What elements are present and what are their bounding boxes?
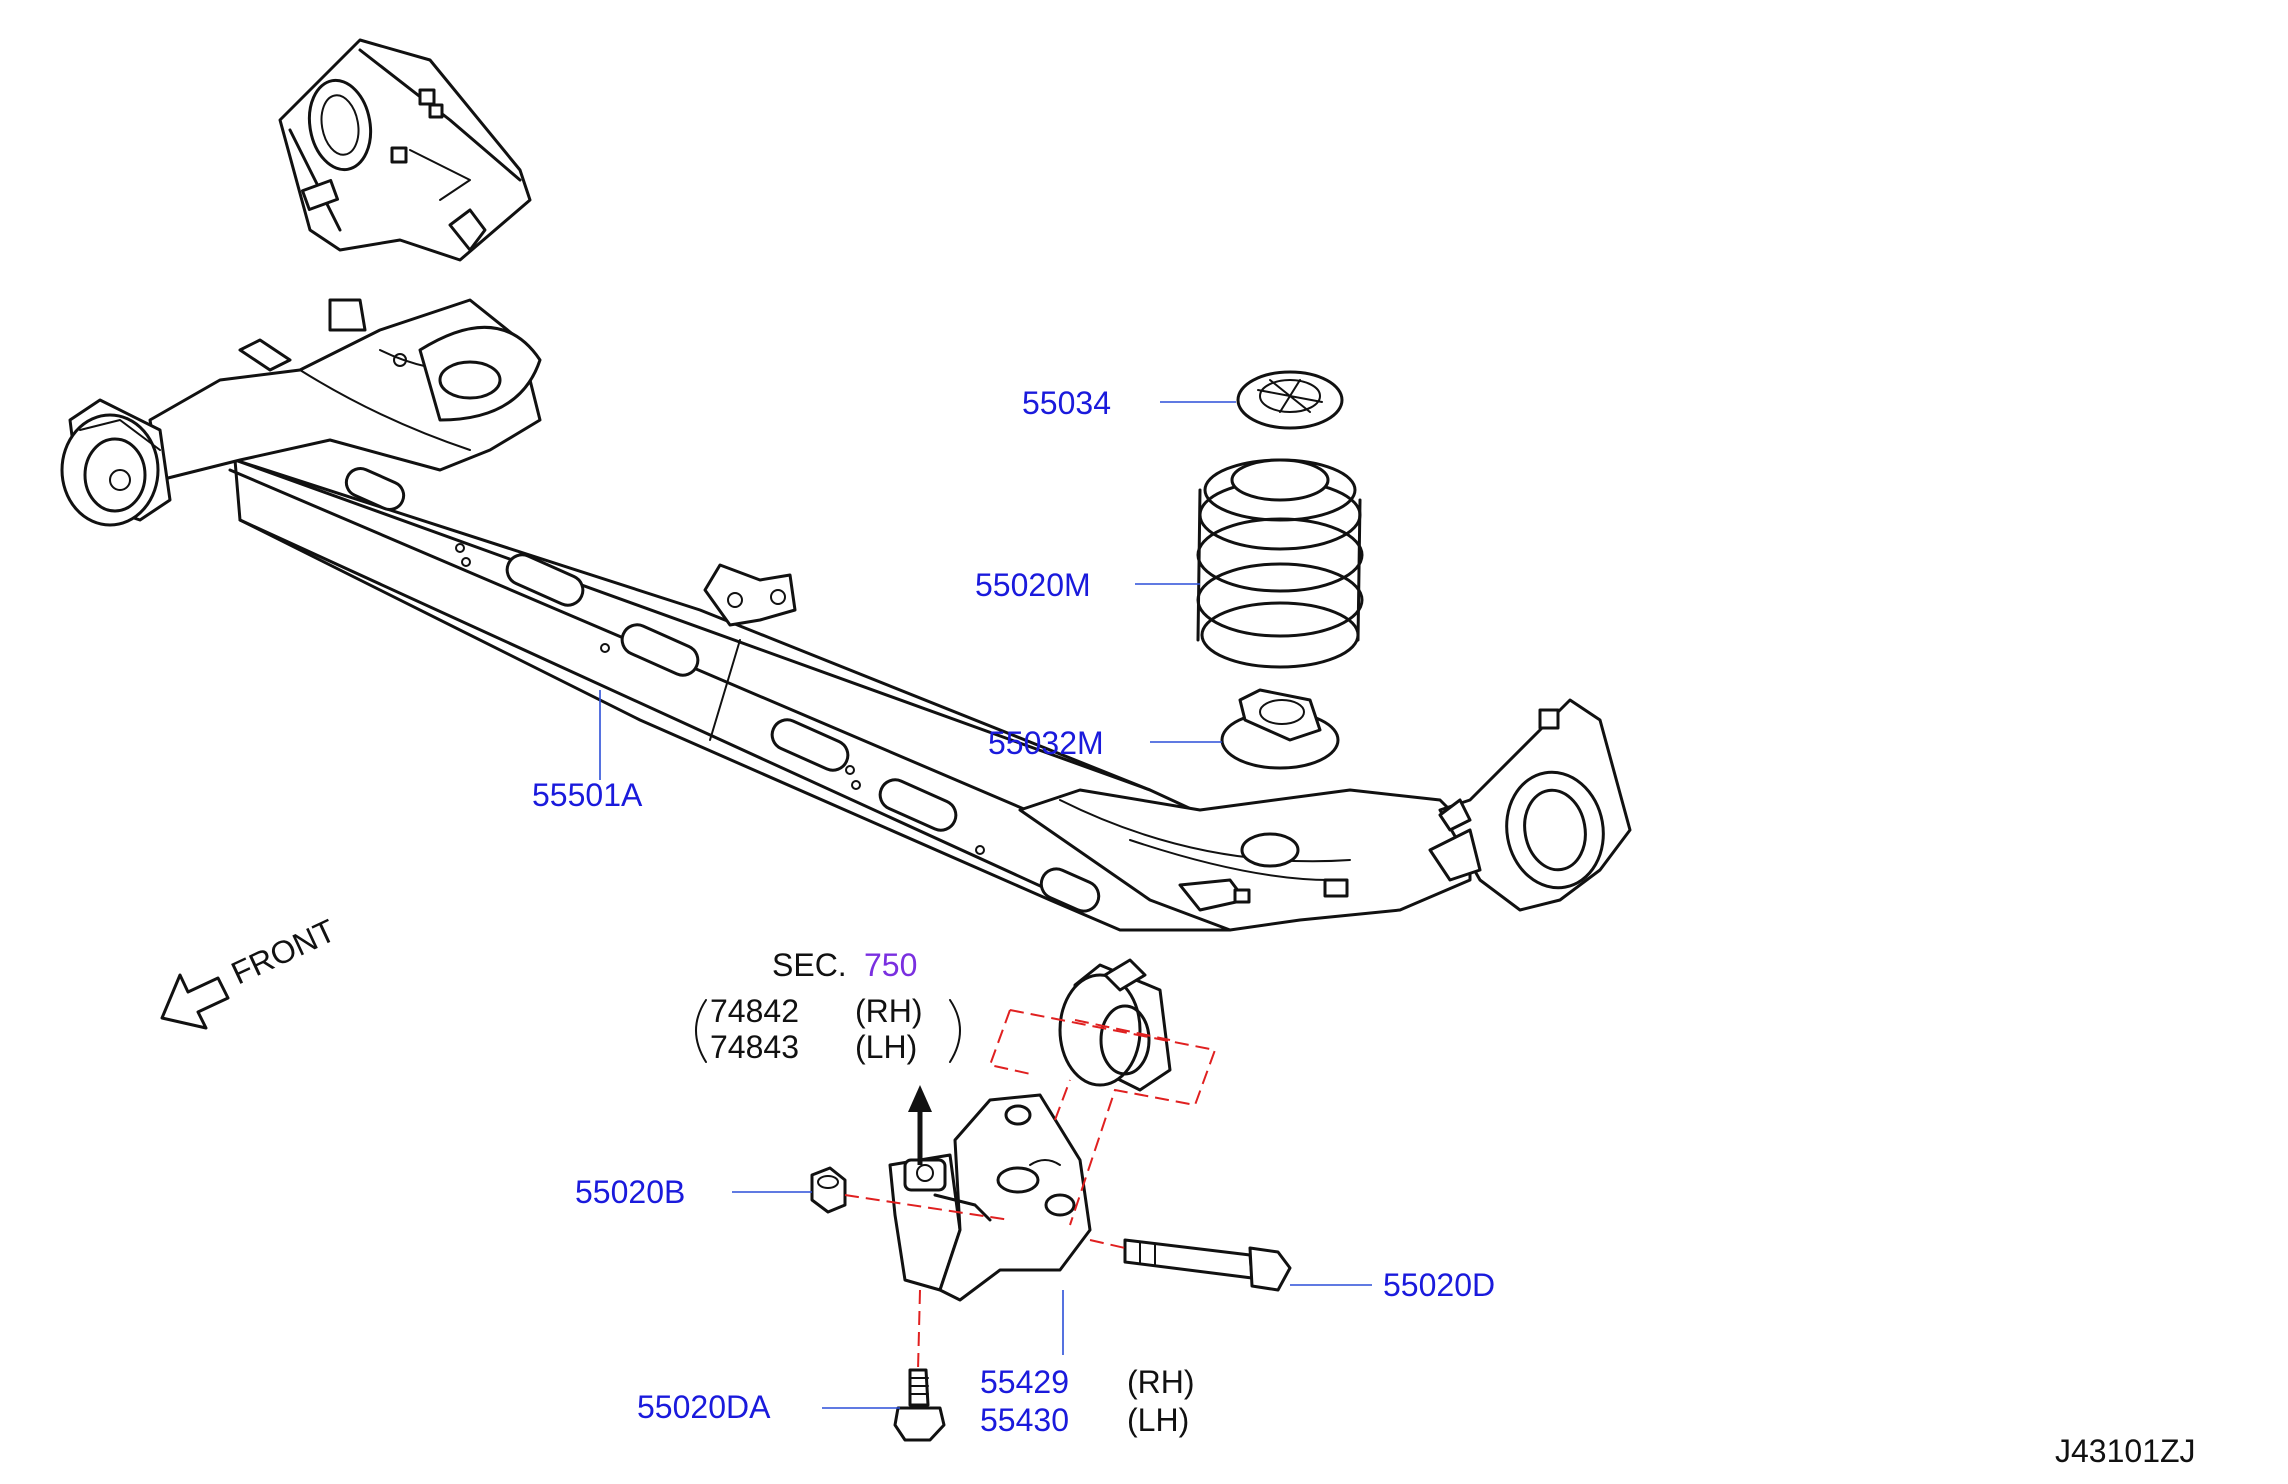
alignment-dashed-lines xyxy=(844,1009,1217,1371)
arrow-up-icon xyxy=(908,1085,932,1165)
label-74842-side: (RH) xyxy=(855,993,923,1029)
label-55430[interactable]: 55430 xyxy=(980,1402,1069,1438)
label-55020DA[interactable]: 55020DA xyxy=(637,1389,771,1425)
spring-upper-seat-55034 xyxy=(1236,370,1344,430)
front-label: FRONT xyxy=(226,912,341,991)
label-55020D[interactable]: 55020D xyxy=(1383,1267,1495,1303)
label-55430-side: (LH) xyxy=(1127,1402,1189,1438)
label-55032M[interactable]: 55032M xyxy=(988,725,1104,761)
sec-750-link[interactable]: 750 xyxy=(864,947,917,983)
diagram-code: J43101ZJ xyxy=(2055,1433,2196,1469)
bushing-bracket-55429 xyxy=(888,1093,1092,1302)
coil-spring-55020M xyxy=(1196,458,1364,669)
spring-lower-seat-55032M xyxy=(1220,688,1340,770)
sec-prefix: SEC. xyxy=(772,947,847,983)
label-55034[interactable]: 55034 xyxy=(1022,385,1111,421)
label-55429-side: (RH) xyxy=(1127,1364,1195,1400)
ref-bracket-right xyxy=(949,999,961,1063)
rear-axle-beam xyxy=(60,38,1632,1092)
label-55501A[interactable]: 55501A xyxy=(532,777,643,813)
label-55020M[interactable]: 55020M xyxy=(975,567,1091,603)
bolt-55020D xyxy=(1123,1238,1292,1292)
front-arrow-icon xyxy=(160,973,230,1030)
leader-lines xyxy=(599,401,1372,1409)
ref-bracket-left xyxy=(695,999,707,1063)
bolt-55020DA xyxy=(893,1368,946,1442)
label-74843: 74843 xyxy=(710,1029,799,1065)
label-55020B[interactable]: 55020B xyxy=(575,1174,685,1210)
label-74843-side: (LH) xyxy=(855,1029,917,1065)
nut-55020B xyxy=(810,1166,847,1214)
label-55429[interactable]: 55429 xyxy=(980,1364,1069,1400)
label-74842: 74842 xyxy=(710,993,799,1029)
